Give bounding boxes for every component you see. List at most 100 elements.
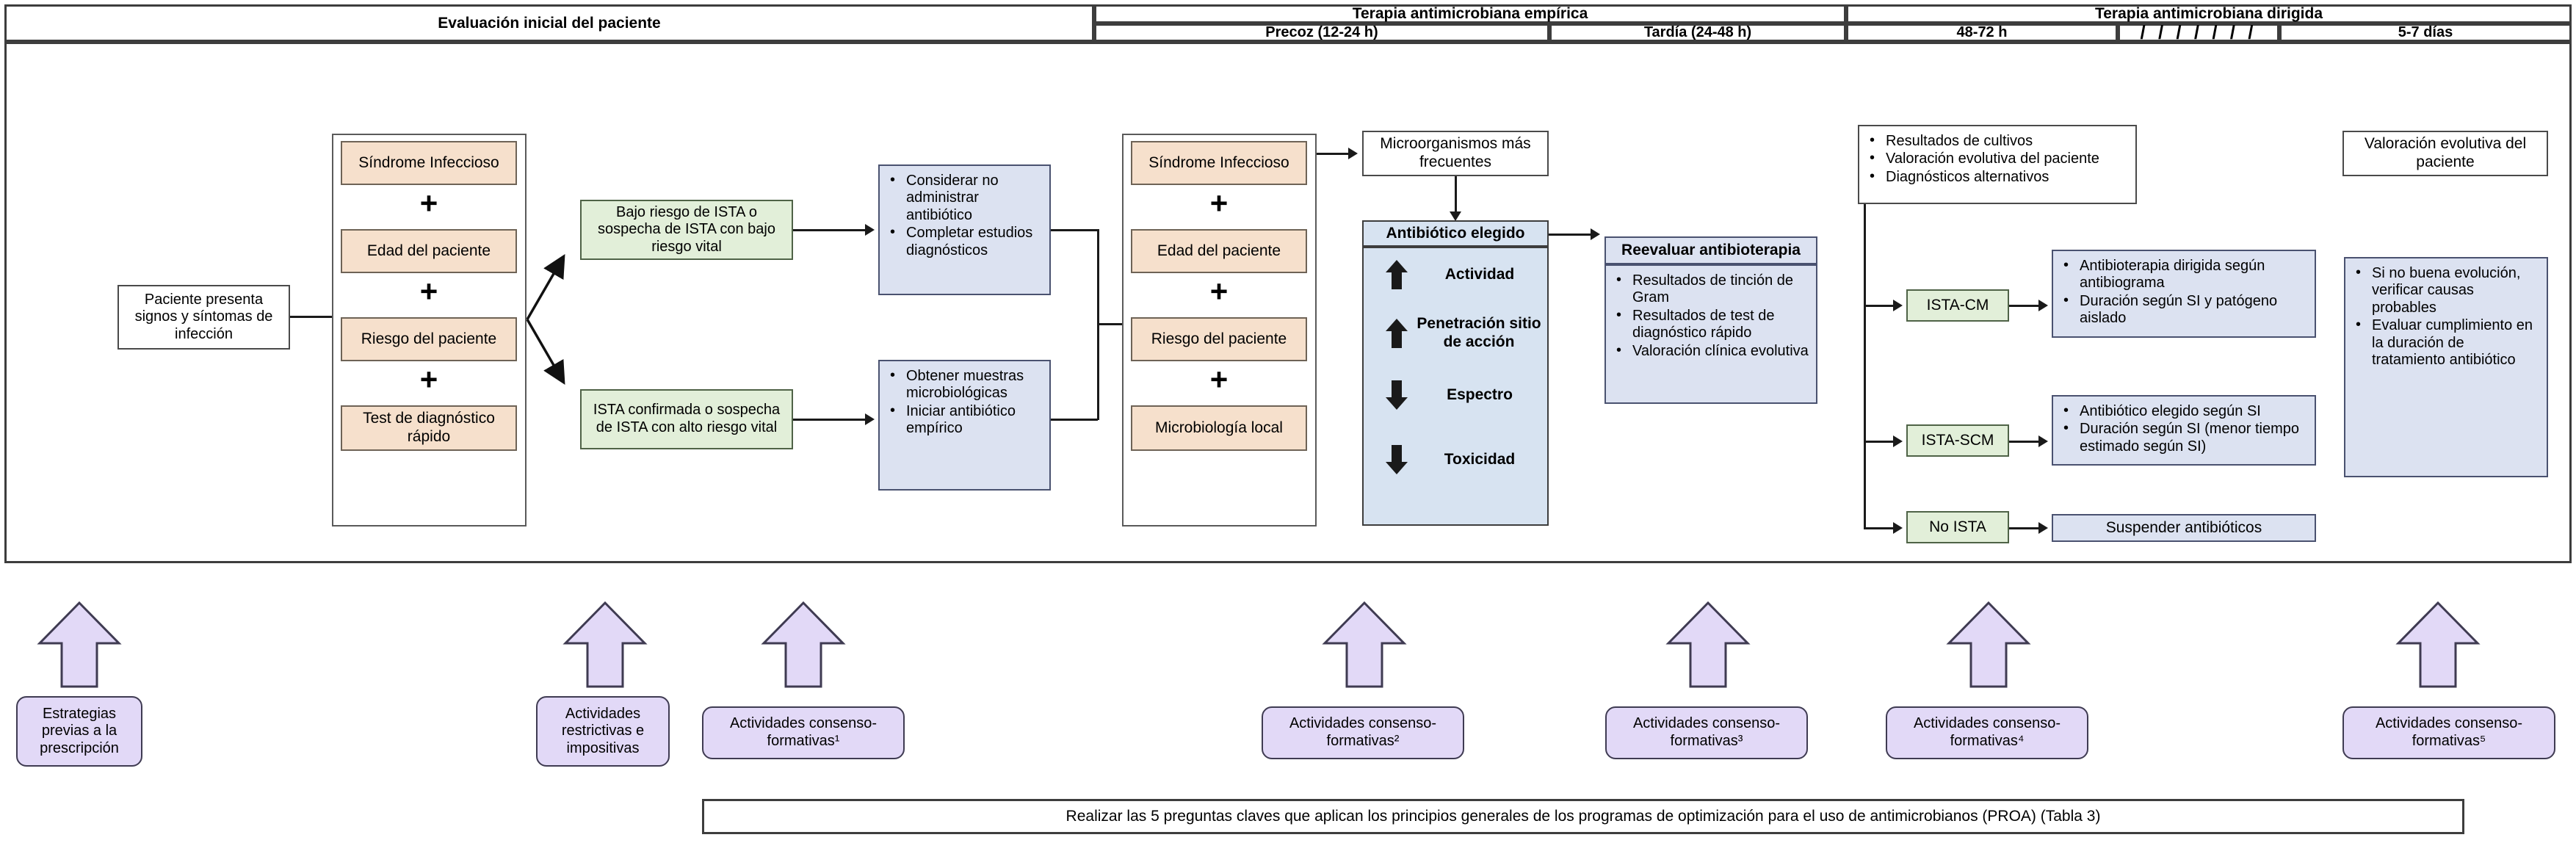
list-item: Iniciar antibiótico empírico <box>890 402 1043 438</box>
plus-icon: + <box>1209 274 1229 308</box>
header-sub-slashes: / / / / / / / <box>2118 21 2279 43</box>
culture-inputs-box: Resultados de cultivos Valoración evolut… <box>1858 125 2137 204</box>
connector-no-ista-action <box>2009 527 2040 529</box>
empiric-item-riesgo: Riesgo del paciente <box>1131 317 1307 361</box>
outcome-actions-ista-scm: Antibiótico elegido según SI Duración se… <box>2052 395 2316 466</box>
header-sub-5-7dias: 5-7 días <box>2279 23 2572 42</box>
arrowhead-icon <box>1450 211 1461 221</box>
list-item: Si no buena evolución, verificar causas … <box>2356 264 2541 316</box>
list-item: Valoración clínica evolutiva <box>1616 342 1810 360</box>
list-item: Resultados de test de diagnóstico rápido <box>1616 307 1810 342</box>
risk-low-box: Bajo riesgo de ISTA o sospecha de ISTA c… <box>580 200 793 260</box>
up-arrow-icon <box>761 601 846 689</box>
arrowhead-icon <box>1591 228 1600 240</box>
risk-high-box: ISTA confirmada o sospecha de ISTA con a… <box>580 389 793 449</box>
connector-micro-antibiotic <box>1455 176 1457 213</box>
antibiotic-chosen-title: Antibiótico elegido <box>1362 220 1549 247</box>
arrow-up-icon <box>1384 317 1409 350</box>
empiric-item-edad: Edad del paciente <box>1131 229 1307 273</box>
list-item: Valoración evolutiva del paciente <box>1870 150 2130 167</box>
criteria-label-toxicidad: Toxicidad <box>1444 450 1516 468</box>
reassess-items: Resultados de tinción de Gram Resultados… <box>1604 264 1817 404</box>
arrowhead-icon <box>2038 435 2048 447</box>
intervention-label-5: Actividades consenso-formativas⁴ <box>1886 706 2088 759</box>
connector-branch-no-ista <box>1864 527 1895 529</box>
arrowhead-icon <box>865 413 875 425</box>
arrowhead-icon <box>2038 300 2048 311</box>
header-sub-precoz: Precoz (12-24 h) <box>1094 23 1549 42</box>
intervention-label-4: Actividades consenso-formativas³ <box>1605 706 1808 759</box>
list-item: Antibioterapia dirigida según antibiogra… <box>2063 257 2309 292</box>
assessment-item-edad: Edad del paciente <box>341 229 517 273</box>
header-phase-dirigida: Terapia antimicrobiana dirigida <box>1846 4 2572 23</box>
connector-ista-cm-action <box>2009 305 2040 307</box>
start-box: Paciente presenta signos y síntomas de i… <box>117 285 290 350</box>
intervention-label-6: Actividades consenso-formativas⁵ <box>2342 706 2555 759</box>
intervention-label-2: Actividades consenso-formativas¹ <box>702 706 905 759</box>
arrowhead-icon <box>2038 522 2048 534</box>
connector-branch-ista-scm <box>1864 441 1895 443</box>
arrowhead-icon <box>1893 435 1903 447</box>
arrowhead-icon <box>1348 148 1358 159</box>
header-phase-evaluacion: Evaluación inicial del paciente <box>4 4 1094 42</box>
final-actions-box: Si no buena evolución, verificar causas … <box>2344 257 2548 477</box>
outcome-tag-ista-cm: ISTA-CM <box>1906 289 2009 322</box>
assessment-item-riesgo: Riesgo del paciente <box>341 317 517 361</box>
connector-trunk-vertical <box>1864 204 1866 527</box>
outcome-actions-no-ista: Suspender antibióticos <box>2052 514 2316 542</box>
up-arrow-icon <box>562 601 648 689</box>
intervention-label-0: Estrategias previas a la prescripción <box>16 696 142 767</box>
assessment-item-sindrome: Síndrome Infeccioso <box>341 141 517 185</box>
connector-risklow-action <box>793 229 866 231</box>
connector-start-to-assessment <box>290 316 334 318</box>
criteria-label-penetracion: Penetración sitio de acción <box>1417 315 1541 350</box>
list-item: Resultados de tinción de Gram <box>1616 272 1810 307</box>
criteria-label-espectro: Espectro <box>1447 386 1513 403</box>
up-arrow-icon <box>1322 601 1407 689</box>
plus-icon: + <box>419 362 438 397</box>
reassess-title: Reevaluar antibioterapia <box>1604 236 1817 264</box>
arrowhead-icon <box>1893 522 1903 534</box>
outcome-tag-no-ista: No ISTA <box>1906 511 2009 543</box>
microorganisms-box: Microorganismos más frecuentes <box>1362 131 1549 176</box>
list-item: Evaluar cumplimiento en la duración de t… <box>2356 316 2541 369</box>
arrowhead-icon <box>865 224 875 236</box>
up-arrow-icon <box>37 601 122 689</box>
list-item: Duración según SI (menor tiempo estimado… <box>2063 420 2309 455</box>
arrow-down-icon <box>1384 444 1409 476</box>
branch-arrows <box>526 253 565 386</box>
up-arrow-icon <box>2395 601 2481 689</box>
connector-ista-scm-action <box>2009 441 2040 443</box>
up-arrow-icon <box>1665 601 1751 689</box>
connector-bracket-out <box>1097 323 1124 325</box>
arrow-down-icon <box>1384 379 1409 411</box>
empiric-item-sindrome: Síndrome Infeccioso <box>1131 141 1307 185</box>
list-item: Considerar no administrar antibiótico <box>890 172 1043 224</box>
list-item: Completar estudios diagnósticos <box>890 224 1043 259</box>
list-item: Antibiótico elegido según SI <box>2063 402 2309 420</box>
footer-note: Realizar las 5 preguntas claves que apli… <box>702 799 2464 834</box>
intervention-label-3: Actividades consenso-formativas² <box>1262 706 1464 759</box>
outcome-actions-ista-cm: Antibioterapia dirigida según antibiogra… <box>2052 250 2316 338</box>
plus-icon: + <box>419 274 438 308</box>
action-low-box: Considerar no administrar antibiótico Co… <box>878 164 1051 295</box>
criteria-label-actividad: Actividad <box>1444 265 1515 283</box>
up-arrow-icon <box>1946 601 2031 689</box>
arrowhead-icon <box>1893 300 1903 311</box>
list-item: Obtener muestras microbiológicas <box>890 367 1043 402</box>
connector-bracket-top <box>1051 229 1098 231</box>
arrow-up-icon <box>1384 258 1409 291</box>
list-item: Resultados de cultivos <box>1870 132 2130 150</box>
header-sub-tardia: Tardía (24-48 h) <box>1549 23 1846 42</box>
list-item: Diagnósticos alternativos <box>1870 168 2130 186</box>
connector-empiric-micro <box>1317 153 1350 155</box>
plus-icon: + <box>1209 362 1229 397</box>
plus-icon: + <box>1209 186 1229 220</box>
header-sub-48-72h: 48-72 h <box>1846 23 2118 42</box>
connector-antibiotic-reassess <box>1549 234 1593 236</box>
connector-branch-ista-cm <box>1864 305 1895 307</box>
action-high-box: Obtener muestras microbiológicas Iniciar… <box>878 360 1051 491</box>
intervention-label-1: Actividades restrictivas e impositivas <box>536 696 670 767</box>
header-phase-empirica: Terapia antimicrobiana empírica <box>1094 4 1846 23</box>
